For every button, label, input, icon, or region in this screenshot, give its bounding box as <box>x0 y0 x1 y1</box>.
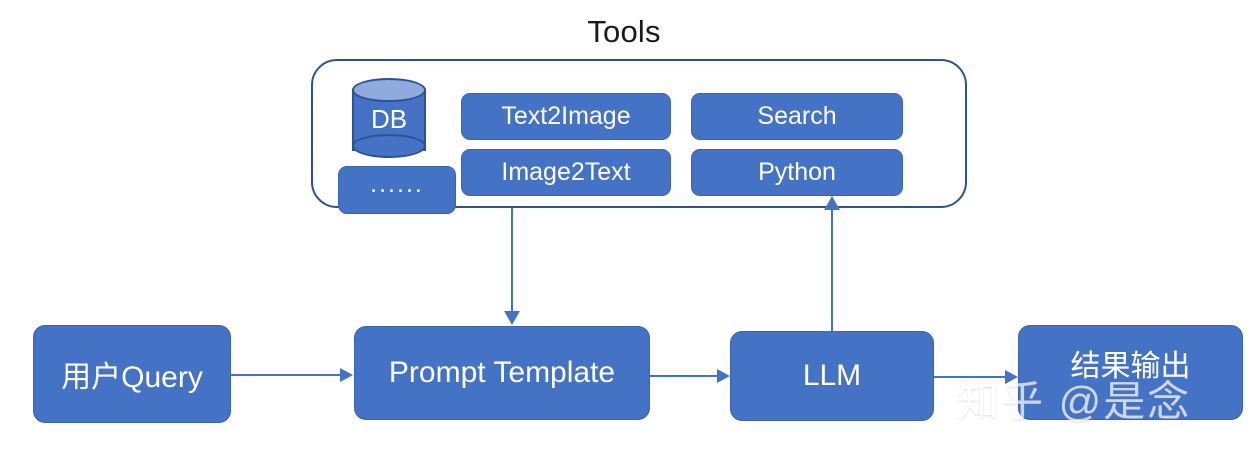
cylinder-bottom <box>352 134 426 158</box>
database-label: DB <box>370 104 408 134</box>
flow-box-prompt-template-label: Prompt Template <box>388 356 616 389</box>
flow-box-result-output[interactable]: 结果输出 <box>1018 325 1243 420</box>
flow-box-prompt-template[interactable]: Prompt Template <box>354 326 650 420</box>
connector-prompt-to-llm-arrowhead <box>717 369 730 383</box>
tool-pill-ellipsis-label: ...... <box>370 169 424 198</box>
cylinder-top <box>352 78 426 102</box>
connector-llm-to-tools-line <box>831 208 833 331</box>
connector-query-to-prompt-line <box>231 374 341 376</box>
flow-box-user-query[interactable]: 用户Query <box>33 325 231 423</box>
tool-pill-image2text[interactable]: Image2Text <box>461 149 671 196</box>
flow-box-llm[interactable]: LLM <box>730 331 934 421</box>
connector-tools-to-prompt-arrowhead <box>504 311 520 325</box>
tool-pill-search[interactable]: Search <box>691 93 903 140</box>
tools-title: Tools <box>587 14 661 49</box>
tool-pill-text2image-label: Text2Image <box>501 102 631 130</box>
connector-llm-to-result-arrowhead <box>1005 370 1018 384</box>
flow-box-result-output-label: 结果输出 <box>1070 349 1191 383</box>
connector-llm-to-result-line <box>934 376 1006 378</box>
connector-tools-to-prompt-line <box>511 208 513 312</box>
tools-panel: DB ...... Text2Image Image2Text Search P… <box>311 59 967 214</box>
tool-pill-search-label: Search <box>757 102 837 130</box>
connector-prompt-to-llm-line <box>650 375 718 377</box>
flow-box-user-query-label: 用户Query <box>61 361 203 394</box>
connector-llm-to-tools-arrowhead <box>824 196 840 210</box>
tool-pill-python-label: Python <box>758 158 836 186</box>
flow-box-llm-label: LLM <box>802 359 862 392</box>
database-cylinder-icon: DB <box>352 78 426 161</box>
tool-pill-ellipsis[interactable]: ...... <box>338 166 456 214</box>
tool-pill-image2text-label: Image2Text <box>501 158 631 186</box>
tool-pill-text2image[interactable]: Text2Image <box>461 93 671 140</box>
tool-pill-python[interactable]: Python <box>691 149 903 196</box>
connector-query-to-prompt-arrowhead <box>340 368 353 382</box>
